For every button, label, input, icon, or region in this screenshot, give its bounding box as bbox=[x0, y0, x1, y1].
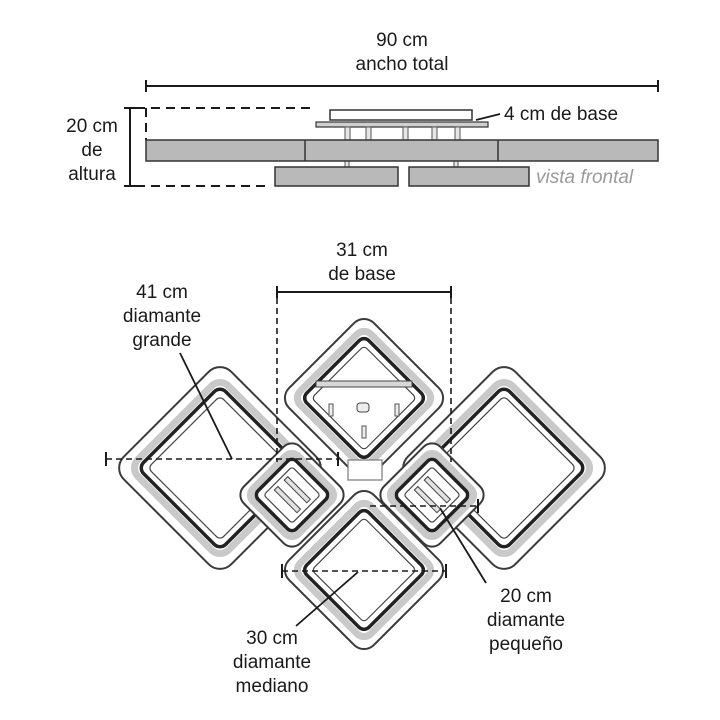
small-diamond-line2: diamante bbox=[487, 610, 565, 631]
mounting-plate bbox=[315, 121, 489, 128]
medium-diamond-value: 30 cm bbox=[246, 628, 298, 649]
upper-light-bar bbox=[145, 139, 659, 162]
diamond-bottom bbox=[283, 489, 445, 651]
large-diamond-line3: grande bbox=[132, 330, 191, 351]
base-width-value: 31 cm bbox=[336, 240, 388, 261]
medium-diamond-line3: mediano bbox=[236, 676, 309, 697]
base-label: 4 cm de base bbox=[504, 104, 618, 125]
diamond-small-left bbox=[239, 442, 345, 548]
height-caption-line2: de bbox=[81, 140, 102, 161]
large-diamond-value: 41 cm bbox=[136, 282, 188, 303]
height-value: 20 cm bbox=[66, 116, 118, 137]
small-diamond-leader bbox=[439, 507, 487, 584]
front-view: 90 cm ancho total 20 cm de altura 4 cm d… bbox=[66, 30, 659, 188]
medium-diamond-leader bbox=[295, 571, 359, 627]
total-width-caption: ancho total bbox=[356, 54, 449, 75]
height-caption-line3: altura bbox=[68, 164, 116, 185]
diamond-top bbox=[283, 317, 445, 479]
center-hub bbox=[347, 459, 383, 481]
lower-light-bar-right bbox=[408, 166, 530, 187]
base-width-caption: de base bbox=[328, 264, 396, 285]
top-view: 31 cm de base 41 cm diamante grande 20 c… bbox=[105, 240, 606, 697]
ceiling-canopy bbox=[329, 109, 473, 121]
large-diamond-leader bbox=[179, 352, 233, 460]
diamond-small-right bbox=[379, 442, 485, 548]
total-width-value: 90 cm bbox=[376, 30, 428, 51]
lower-light-bar-left bbox=[274, 166, 399, 187]
small-diamond-value: 20 cm bbox=[500, 586, 552, 607]
small-diamond-line3: pequeño bbox=[489, 634, 563, 655]
medium-diamond-line2: diamante bbox=[233, 652, 311, 673]
view-caption: vista frontal bbox=[536, 167, 634, 188]
large-diamond-line2: diamante bbox=[123, 306, 201, 327]
base-leader bbox=[475, 113, 501, 121]
